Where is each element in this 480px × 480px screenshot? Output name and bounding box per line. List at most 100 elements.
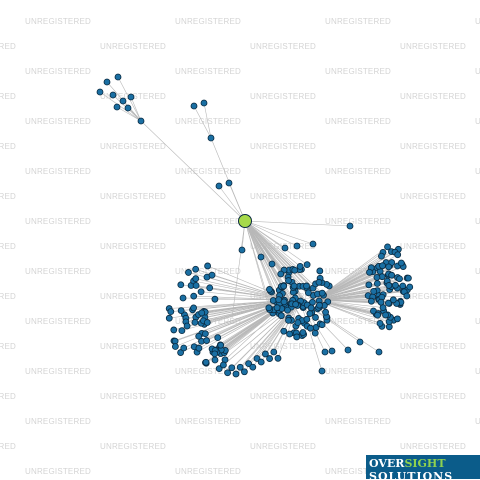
network-node-20[interactable]	[281, 244, 289, 252]
network-node-281[interactable]	[365, 281, 373, 289]
network-node-307[interactable]	[321, 348, 329, 356]
network-node-107[interactable]	[269, 297, 277, 304]
network-node-8[interactable]	[113, 103, 121, 111]
network-node-118[interactable]	[265, 304, 273, 312]
network-node-136[interactable]	[322, 308, 329, 316]
network-node-190[interactable]	[185, 269, 192, 276]
network-node-130[interactable]	[285, 316, 292, 324]
network-node-175[interactable]	[192, 282, 200, 289]
network-node-17[interactable]	[293, 242, 301, 250]
network-node-2[interactable]	[96, 88, 104, 96]
network-node-169[interactable]	[170, 326, 178, 334]
network-node-113[interactable]	[285, 277, 292, 284]
network-node-129[interactable]	[303, 282, 310, 290]
network-node-189[interactable]	[214, 334, 222, 342]
network-node-192[interactable]	[167, 308, 175, 316]
network-node-140[interactable]	[292, 300, 299, 308]
network-node-149[interactable]	[197, 288, 205, 296]
network-node-191[interactable]	[192, 275, 200, 283]
network-node-33[interactable]	[312, 314, 319, 321]
network-node-283[interactable]	[404, 274, 412, 282]
network-node-288[interactable]	[376, 319, 384, 327]
network-node-214[interactable]	[224, 369, 232, 377]
network-node-97[interactable]	[303, 315, 311, 323]
network-node-131[interactable]	[315, 278, 323, 286]
network-node-160[interactable]	[195, 332, 203, 340]
network-node-184[interactable]	[203, 319, 211, 326]
network-node-5[interactable]	[127, 93, 135, 101]
network-node-132[interactable]	[307, 304, 315, 312]
network-node-197[interactable]	[198, 309, 206, 317]
network-node-92[interactable]	[280, 327, 288, 335]
network-node-198[interactable]	[179, 294, 187, 302]
network-node-12[interactable]	[215, 182, 223, 190]
network-node-168[interactable]	[177, 281, 185, 289]
network-node-188[interactable]	[204, 262, 212, 270]
network-node-181[interactable]	[177, 307, 185, 314]
network-node-223[interactable]	[261, 350, 269, 358]
network-node-15[interactable]	[257, 253, 265, 261]
network-node-298[interactable]	[378, 252, 385, 260]
network-node-220[interactable]	[249, 363, 257, 371]
network-node-215[interactable]	[228, 364, 236, 372]
network-node-258[interactable]	[373, 280, 381, 287]
network-node-311[interactable]	[356, 338, 364, 346]
network-node-142[interactable]	[211, 295, 219, 303]
network-node-110[interactable]	[277, 270, 285, 278]
network-node-134[interactable]	[277, 312, 285, 320]
network-node-309[interactable]	[344, 346, 352, 354]
network-node-93[interactable]	[291, 266, 299, 274]
network-node-179[interactable]	[195, 344, 203, 352]
network-node-213[interactable]	[219, 361, 227, 369]
network-node-11[interactable]	[207, 134, 215, 142]
network-node-171[interactable]	[206, 284, 214, 292]
network-node-278[interactable]	[397, 259, 405, 267]
network-node-304[interactable]	[385, 299, 392, 307]
network-node-174[interactable]	[171, 343, 179, 350]
network-node-225[interactable]	[270, 348, 278, 356]
hub-node[interactable]	[238, 214, 252, 228]
network-node-1[interactable]	[114, 73, 122, 81]
network-node-253[interactable]	[394, 315, 401, 323]
network-node-203[interactable]	[165, 314, 173, 322]
network-node-222[interactable]	[257, 358, 265, 366]
network-node-211[interactable]	[211, 356, 219, 364]
network-node-312[interactable]	[375, 348, 383, 356]
network-node-295[interactable]	[373, 274, 381, 281]
network-node-292[interactable]	[385, 263, 393, 271]
network-node-10[interactable]	[200, 99, 208, 107]
network-node-65[interactable]	[293, 333, 301, 341]
network-node-58[interactable]	[316, 267, 324, 275]
network-node-216[interactable]	[232, 370, 240, 378]
network-node-159[interactable]	[208, 271, 216, 279]
network-node-217[interactable]	[236, 363, 244, 371]
network-node-127[interactable]	[286, 330, 293, 338]
network-node-158[interactable]	[202, 358, 210, 366]
network-node-16[interactable]	[268, 260, 276, 268]
network-node-0[interactable]	[103, 78, 111, 86]
network-node-139[interactable]	[284, 306, 291, 314]
network-node-305[interactable]	[389, 296, 397, 304]
network-node-125[interactable]	[307, 324, 314, 332]
network-node-303[interactable]	[377, 298, 385, 306]
network-node-210[interactable]	[183, 322, 191, 330]
network-node-114[interactable]	[296, 262, 304, 270]
network-node-218[interactable]	[240, 368, 248, 376]
network-node-126[interactable]	[299, 329, 307, 336]
network-node-306[interactable]	[382, 311, 389, 319]
network-node-226[interactable]	[274, 354, 282, 362]
network-node-178[interactable]	[191, 318, 199, 326]
network-node-18[interactable]	[309, 240, 317, 248]
network-node-108[interactable]	[303, 261, 311, 269]
network-node-6[interactable]	[124, 104, 132, 112]
network-node-310[interactable]	[318, 367, 326, 375]
network-node-224[interactable]	[266, 355, 274, 362]
network-node-14[interactable]	[238, 246, 246, 254]
network-node-37[interactable]	[311, 329, 319, 337]
network-node-205[interactable]	[217, 341, 225, 349]
network-node-245[interactable]	[367, 297, 375, 305]
network-node-289[interactable]	[385, 282, 393, 289]
network-node-19[interactable]	[346, 222, 354, 230]
network-node-196[interactable]	[177, 349, 185, 356]
network-node-13[interactable]	[225, 179, 233, 187]
